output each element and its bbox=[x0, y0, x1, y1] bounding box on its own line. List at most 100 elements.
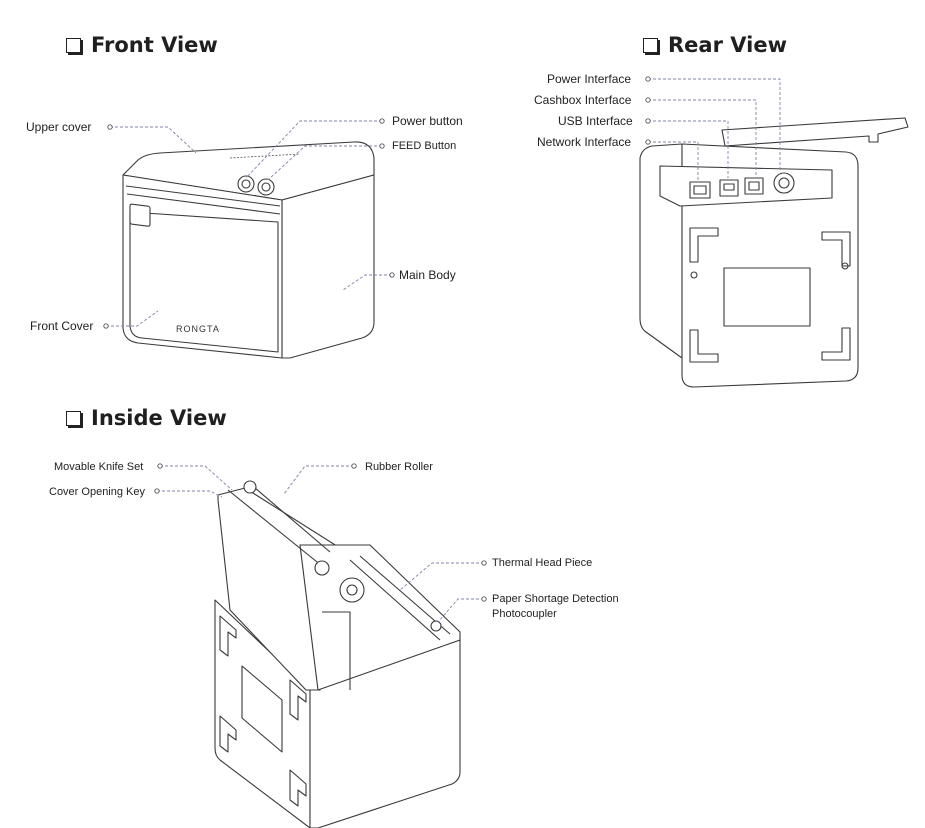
thermal-head-piece-label: Thermal Head Piece bbox=[492, 557, 593, 569]
rear-label-plate bbox=[723, 267, 811, 327]
inside-gear-icon bbox=[339, 577, 365, 603]
network-port-inner bbox=[693, 185, 707, 195]
rear-view-title: Rear View bbox=[668, 33, 787, 57]
leader-dot-icon bbox=[645, 76, 651, 82]
checkbox-square-icon bbox=[643, 37, 658, 53]
front-brand-logo: RONGTA bbox=[176, 324, 220, 334]
rear-screw-icon bbox=[841, 262, 849, 270]
inside-cavity bbox=[299, 544, 461, 691]
feed-button-inner bbox=[261, 182, 271, 192]
power-button-inner bbox=[241, 179, 251, 189]
network-interface-label: Network Interface bbox=[537, 135, 632, 149]
front-upper-cover-shape bbox=[122, 141, 375, 201]
network-interface-leader bbox=[648, 141, 699, 180]
main-body-leader bbox=[342, 274, 392, 291]
inside-view-title: Inside View bbox=[91, 406, 227, 430]
rubber-roller-leader bbox=[283, 465, 354, 495]
cashbox-interface-leader bbox=[648, 99, 757, 176]
leader-dot-icon bbox=[379, 143, 385, 149]
rubber-roller-shape bbox=[247, 481, 331, 553]
upper-cover-leader bbox=[110, 126, 197, 154]
inside-foot-shape bbox=[219, 615, 237, 657]
usb-interface-leader bbox=[648, 120, 729, 178]
roller-end-cap bbox=[243, 480, 257, 494]
inside-body-right-face bbox=[309, 639, 461, 828]
rear-printer-drawing bbox=[639, 117, 909, 388]
usb-port-shape bbox=[719, 179, 739, 197]
main-body-label: Main Body bbox=[399, 268, 456, 282]
knife-set-leader bbox=[160, 465, 233, 491]
front-printer-drawing bbox=[122, 141, 375, 359]
inside-foot-shape bbox=[289, 679, 307, 721]
inside-foot-shape bbox=[289, 769, 307, 807]
inside-body-left-face bbox=[214, 599, 311, 828]
power-button-label: Power button bbox=[392, 114, 463, 128]
front-cover-panel-shape bbox=[129, 211, 279, 353]
usb-port-inner bbox=[723, 183, 735, 191]
front-face-shape bbox=[122, 174, 283, 359]
inside-view-heading: Inside View bbox=[66, 406, 227, 430]
cover-opening-key-label: Cover Opening Key bbox=[49, 486, 145, 498]
inside-printer-drawing bbox=[214, 480, 461, 828]
leader-dot-icon bbox=[645, 118, 651, 124]
leader-dot-icon bbox=[481, 560, 487, 566]
thermal-head-leader bbox=[399, 562, 484, 591]
power-interface-label: Power Interface bbox=[547, 72, 632, 86]
feed-button-shape bbox=[257, 178, 275, 196]
power-port-inner bbox=[778, 177, 790, 189]
inside-label-plate bbox=[241, 665, 283, 753]
rubber-roller-label: Rubber Roller bbox=[365, 461, 433, 473]
movable-knife-set-label: Movable Knife Set bbox=[54, 461, 144, 473]
power-port-shape bbox=[773, 172, 795, 194]
front-cover-leader bbox=[106, 310, 159, 327]
front-view-title: Front View bbox=[91, 33, 218, 57]
paper-shortage-label-line1: Paper Shortage Detection bbox=[492, 593, 619, 605]
cover-key-leader bbox=[157, 490, 223, 498]
leader-dot-icon bbox=[154, 488, 160, 494]
front-main-body-shape bbox=[281, 174, 375, 359]
front-paper-slot-line bbox=[125, 185, 281, 207]
paper-shortage-leader bbox=[437, 598, 484, 623]
cashbox-port-shape bbox=[744, 177, 764, 195]
photocoupler-shape bbox=[430, 620, 442, 632]
leader-dot-icon bbox=[645, 139, 651, 145]
paper-shortage-label-line2: Photocoupler bbox=[492, 608, 557, 620]
leader-dot-icon bbox=[379, 118, 385, 124]
feed-button-leader bbox=[267, 145, 382, 181]
leader-dot-icon bbox=[389, 272, 395, 278]
front-paper-slot-line bbox=[126, 193, 281, 215]
inside-paper-guide bbox=[322, 611, 351, 690]
cashbox-port-inner bbox=[748, 181, 760, 191]
rear-open-lid-shape bbox=[721, 117, 909, 147]
rear-foot-shape bbox=[821, 327, 851, 361]
rear-foot-shape bbox=[689, 227, 719, 263]
power-button-shape bbox=[237, 175, 255, 193]
front-top-texture bbox=[229, 153, 301, 159]
network-port-shape bbox=[689, 181, 711, 199]
rear-view-heading: Rear View bbox=[643, 33, 787, 57]
front-view-heading: Front View bbox=[66, 33, 218, 57]
checkbox-square-icon bbox=[66, 410, 81, 426]
leader-dot-icon bbox=[645, 97, 651, 103]
front-paper-tab bbox=[129, 203, 151, 227]
knife-rail-shape bbox=[227, 489, 323, 567]
checkbox-square-icon bbox=[66, 37, 81, 53]
rear-foot-shape bbox=[689, 329, 719, 363]
front-cover-label: Front Cover bbox=[30, 319, 94, 333]
cashbox-interface-label: Cashbox Interface bbox=[534, 93, 632, 107]
inside-foot-shape bbox=[219, 715, 237, 753]
rear-foot-shape bbox=[821, 231, 851, 267]
roller-gear-icon bbox=[314, 560, 330, 576]
usb-interface-label: USB Interface bbox=[558, 114, 633, 128]
leader-dot-icon bbox=[107, 124, 113, 130]
feed-button-label: FEED Button bbox=[392, 140, 457, 152]
rear-screw-icon bbox=[690, 271, 698, 279]
power-button-leader bbox=[245, 120, 382, 179]
upper-cover-label: Upper cover bbox=[26, 120, 92, 134]
leader-dot-icon bbox=[157, 463, 163, 469]
leader-dot-icon bbox=[481, 596, 487, 602]
power-interface-leader bbox=[648, 78, 781, 172]
inside-gear-hub bbox=[346, 584, 358, 596]
inside-rail bbox=[349, 559, 441, 641]
